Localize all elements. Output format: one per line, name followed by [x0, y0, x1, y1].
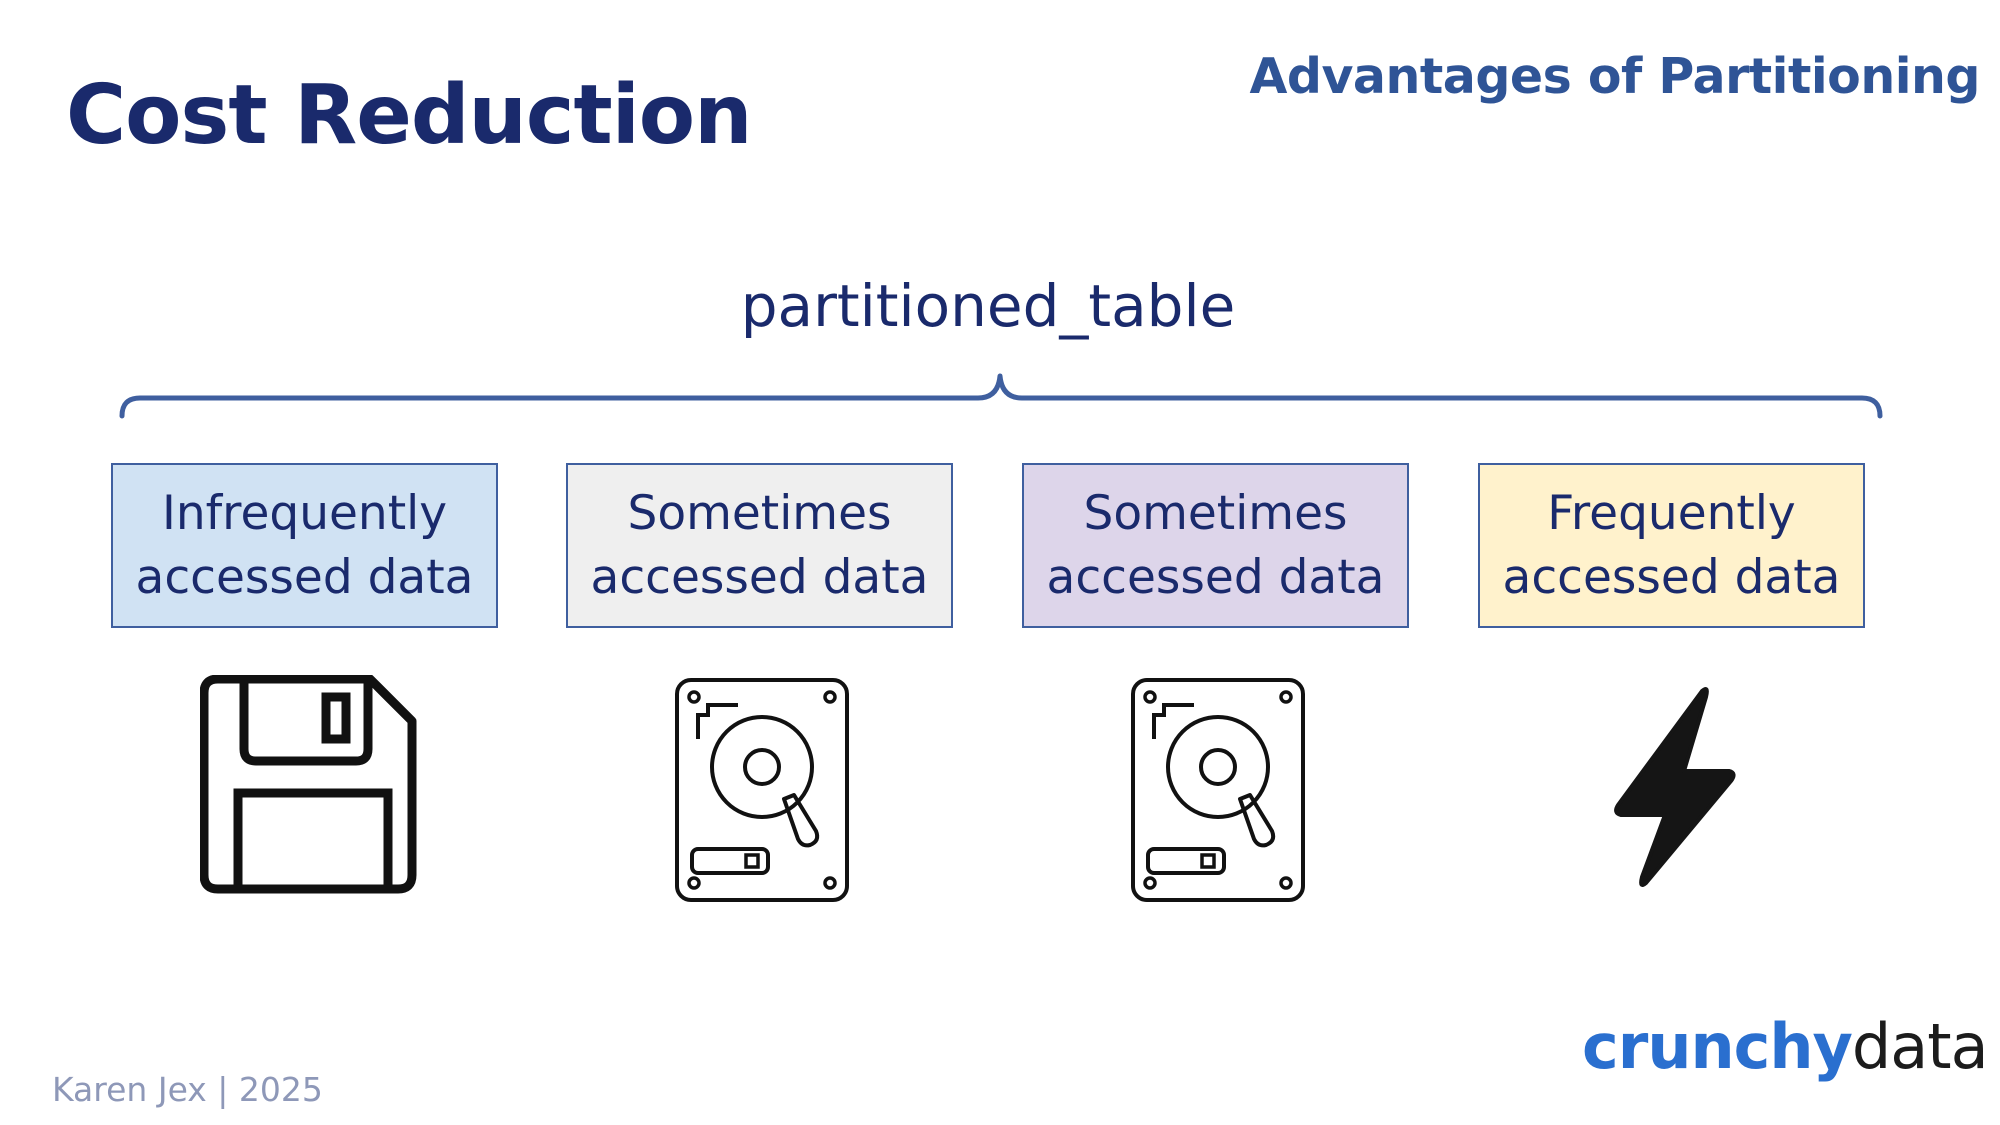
footer-author: Karen Jex | 2025: [52, 1070, 323, 1109]
floppy-disk-icon: [200, 675, 417, 894]
partition-box-frequent: Frequently accessed data: [1478, 463, 1865, 628]
partition-box-sometimes-1: Sometimes accessed data: [566, 463, 953, 628]
section-title: Advantages of Partitioning: [1249, 48, 1980, 105]
hard-drive-icon: [1131, 678, 1305, 902]
curly-brace: [119, 373, 1883, 419]
table-label: partitioned_table: [740, 272, 1236, 340]
partition-box-infrequent: Infrequently accessed data: [111, 463, 498, 628]
slide-title: Cost Reduction: [66, 68, 753, 163]
hard-drive-icon: [675, 678, 849, 902]
logo-crunchy: crunchy: [1582, 1010, 1853, 1083]
lightning-bolt-icon: [1614, 687, 1736, 887]
crunchy-data-logo: crunchydata: [1582, 1010, 1989, 1083]
logo-data: data: [1851, 1010, 1989, 1083]
partition-box-sometimes-2: Sometimes accessed data: [1022, 463, 1409, 628]
